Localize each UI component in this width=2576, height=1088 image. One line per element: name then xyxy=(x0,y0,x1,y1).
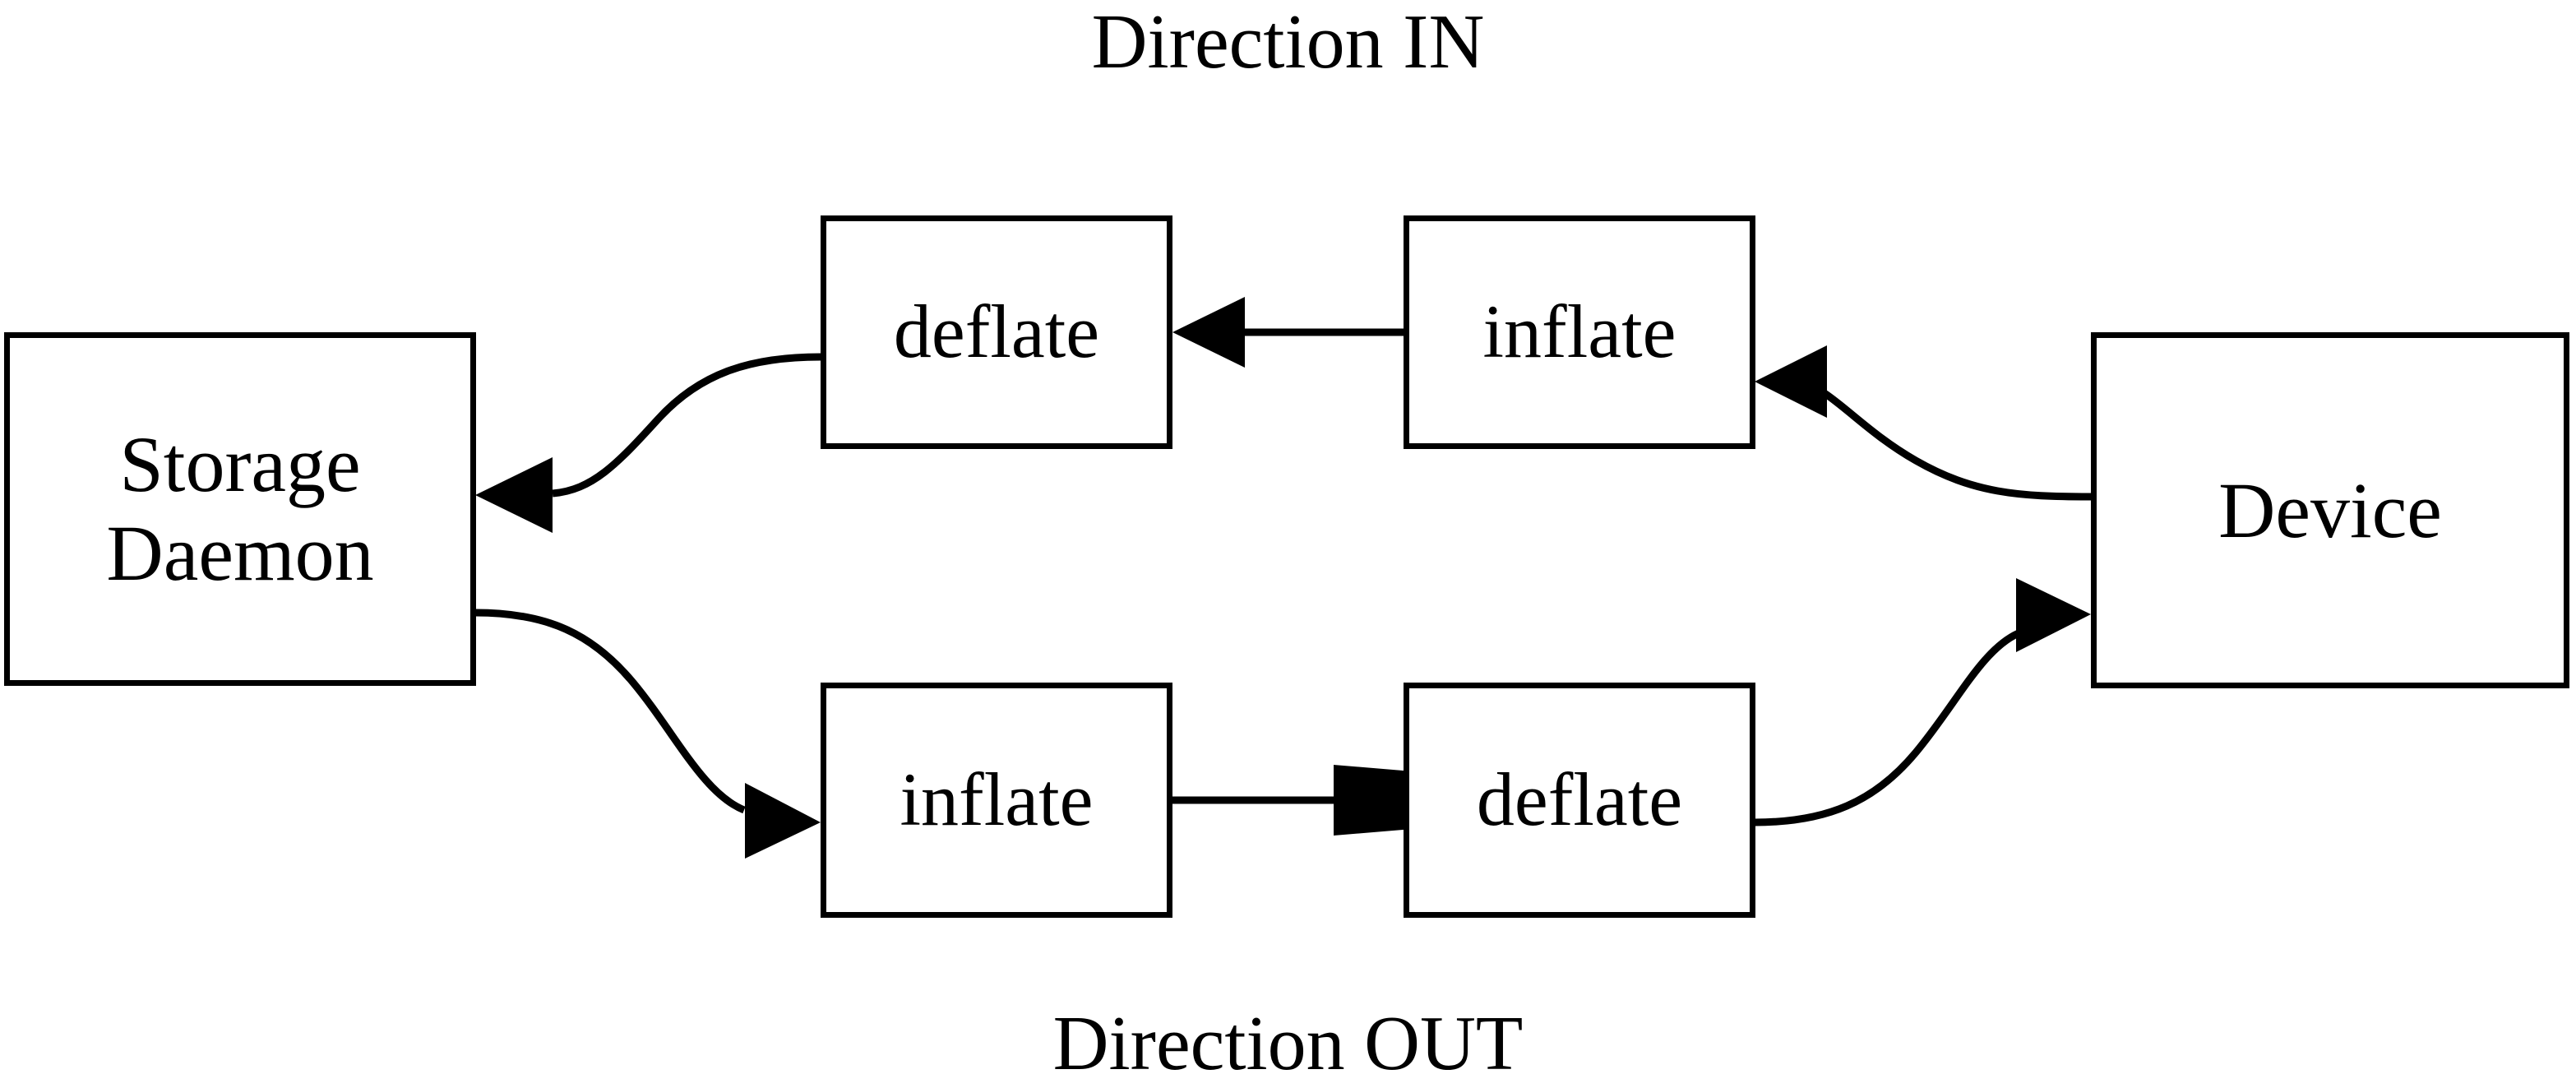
node-out-deflate[interactable]: deflate xyxy=(1404,683,1755,918)
node-storage-daemon-label-line2: Daemon xyxy=(106,509,374,597)
node-in-inflate-label: inflate xyxy=(1482,289,1676,374)
node-device[interactable]: Device xyxy=(2091,332,2569,688)
arrowhead-right xyxy=(745,783,821,859)
edge-in-inflate-to-in-deflate xyxy=(1172,297,1404,368)
edge-in-deflate-to-storage xyxy=(475,353,821,533)
node-in-inflate[interactable]: inflate xyxy=(1404,215,1755,449)
edge-device-to-in-inflate xyxy=(1755,345,2092,501)
edge-storage-to-out-inflate xyxy=(474,609,821,859)
node-in-deflate-label: deflate xyxy=(893,289,1100,374)
arrowhead-right xyxy=(2016,578,2091,652)
node-storage-daemon-label-line1: Storage xyxy=(119,420,361,509)
node-out-inflate[interactable]: inflate xyxy=(821,683,1172,918)
node-out-inflate-label: inflate xyxy=(900,757,1094,842)
direction-out-caption: Direction OUT xyxy=(1052,1001,1524,1086)
node-storage-daemon[interactable]: Storage Daemon xyxy=(4,332,476,686)
node-device-label: Device xyxy=(2218,465,2442,554)
arrowhead-left xyxy=(475,457,553,533)
arrowhead-left xyxy=(1172,297,1245,368)
node-in-deflate[interactable]: deflate xyxy=(821,215,1172,449)
direction-in-caption: Direction IN xyxy=(1091,0,1485,85)
edge-out-deflate-to-device xyxy=(1754,578,2091,826)
node-out-deflate-label: deflate xyxy=(1476,757,1683,842)
arrowhead-left xyxy=(1755,345,1827,418)
